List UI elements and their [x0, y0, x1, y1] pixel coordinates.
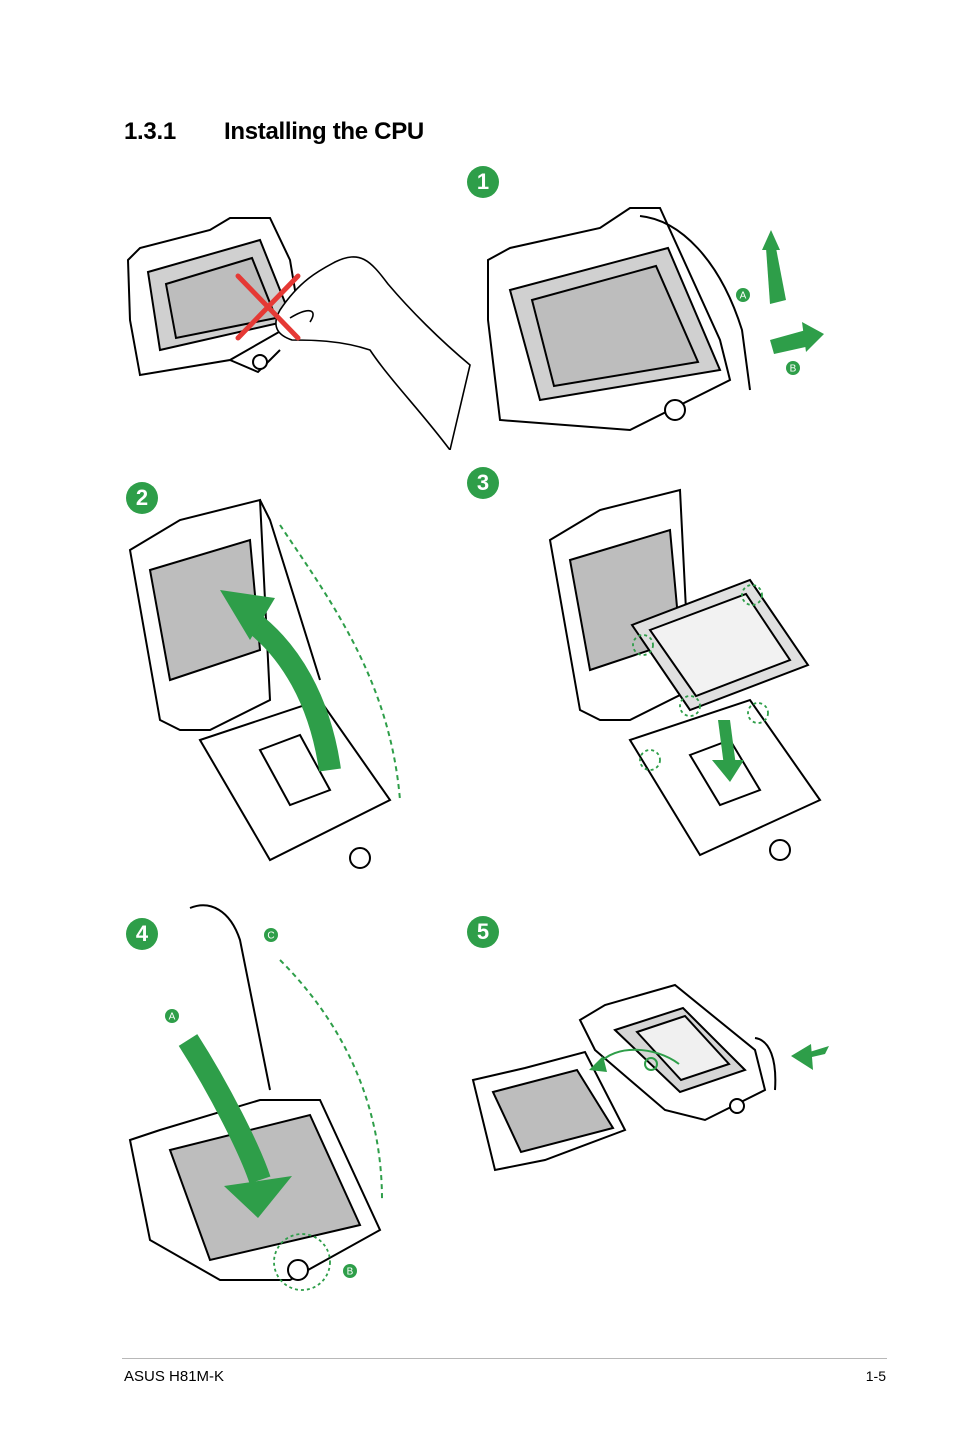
step-4-illustration: A B C: [120, 900, 410, 1300]
do-not-touch-diagram: [120, 200, 480, 450]
label-a: A: [740, 291, 747, 302]
step-1-badge: 1: [467, 166, 499, 198]
section-title: Installing the CPU: [224, 118, 424, 145]
socket-frame: [130, 905, 380, 1280]
socket-frame: [128, 218, 300, 375]
close-load-plate-diagram: A B C: [120, 900, 410, 1300]
section-number: 1.3.1: [124, 118, 224, 146]
press-arrow: [791, 1044, 829, 1070]
footer-page-number: 1-5: [866, 1368, 886, 1384]
warning-illustration: [120, 200, 480, 450]
step-2-illustration: [120, 480, 420, 880]
socket-frame: [130, 500, 390, 868]
lever-release-diagram: A B: [480, 200, 840, 440]
step-3-illustration: [540, 470, 840, 880]
socket-frame: [488, 208, 750, 430]
step-5-badge: 5: [467, 916, 499, 948]
label-a: A: [169, 1012, 176, 1023]
step-3-badge: 3: [467, 467, 499, 499]
label-b: B: [790, 364, 797, 375]
open-load-plate-diagram: [120, 480, 420, 880]
lift-arrow-a: [762, 230, 786, 304]
place-cpu-diagram: [540, 470, 840, 880]
step-5-illustration: [465, 960, 845, 1200]
hand-outline: [276, 257, 470, 450]
footer-product: ASUS H81M-K: [124, 1368, 224, 1385]
label-b: B: [347, 1267, 354, 1278]
footer-divider: [122, 1358, 887, 1359]
remove-cap-diagram: [465, 960, 845, 1200]
label-c: C: [267, 931, 274, 942]
step-1-illustration: A B: [480, 200, 840, 440]
push-arrow-b: [770, 322, 824, 354]
